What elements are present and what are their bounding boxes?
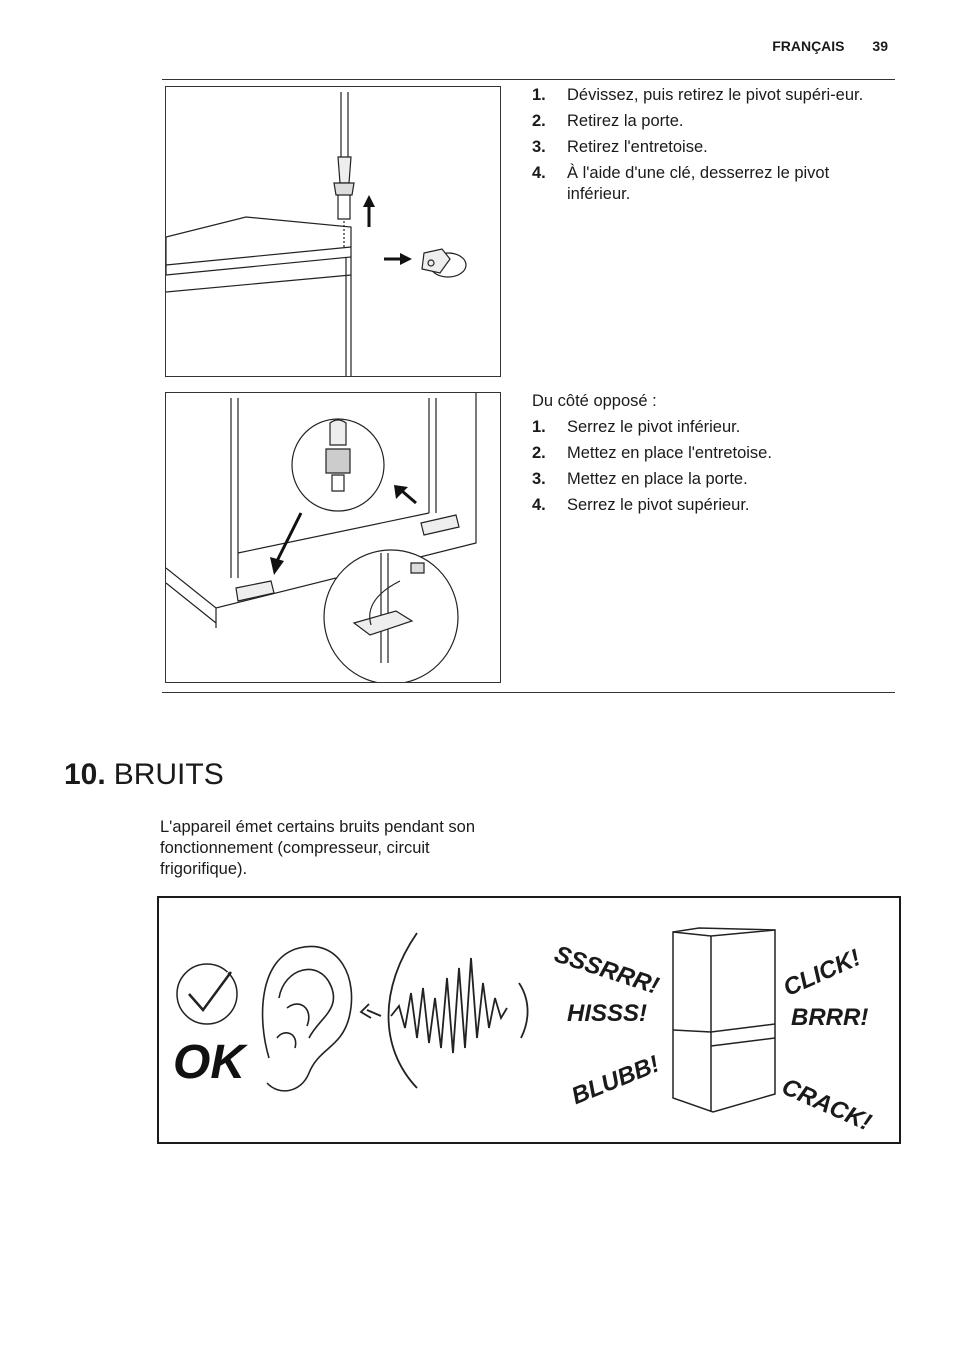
fridge-icon [672, 927, 776, 1113]
figure-remove-pivot [165, 86, 501, 377]
removal-steps: 1. Dévissez, puis retirez le pivot supéri… [532, 85, 882, 210]
section-number: 10. [64, 758, 106, 791]
bottom-divider [162, 692, 895, 693]
step-text: À l'aide d'une clé, desserrez le pivot i… [567, 164, 830, 203]
reinstall-step: 3. Mettez en place la porte. [532, 469, 882, 490]
removal-step: 3. Retirez l'entretoise. [532, 137, 882, 158]
step-number: 3. [532, 470, 546, 488]
step-text: Retirez la porte. [567, 112, 684, 130]
language-label: FRANÇAIS [772, 38, 845, 54]
step-text: Retirez l'entretoise. [567, 138, 708, 156]
step-number: 4. [532, 164, 546, 182]
step-number: 3. [532, 138, 546, 156]
step-number: 2. [532, 444, 546, 462]
section-title: 10.BRUITS [64, 758, 224, 792]
step-text: Dévissez, puis retirez le pivot supéri-e… [567, 86, 864, 104]
illustration-remove-pivot [165, 92, 467, 376]
removal-step: 2. Retirez la porte. [532, 111, 882, 132]
check-circle-icon [176, 963, 238, 1025]
page-header: FRANÇAIS 39 [772, 38, 888, 54]
noise-illustration: OK SSSRRR! HISSS! BLUBB! CLICK! BRRR! [157, 896, 901, 1144]
top-divider [162, 79, 895, 80]
ear-icon [261, 945, 353, 1092]
reinstall-steps: Du côté opposé : 1. Serrez le pivot infér… [532, 391, 882, 521]
step-number: 1. [532, 86, 546, 104]
section-paragraph: L'appareil émet certains bruits pendant … [160, 818, 476, 878]
step-text: Serrez le pivot inférieur. [567, 418, 741, 436]
removal-step: 1. Dévissez, puis retirez le pivot supéri… [532, 85, 882, 106]
sound-hisss: HISSS! [567, 1000, 648, 1027]
section-heading: BRUITS [113, 758, 224, 791]
ok-label: OK [173, 1036, 248, 1089]
checkmark-icon [188, 971, 233, 1012]
reinstall-step: 1. Serrez le pivot inférieur. [532, 417, 882, 438]
page-number: 39 [872, 38, 888, 54]
reinstall-step: 4. Serrez le pivot supérieur. [532, 495, 882, 516]
illustration-reinstall [165, 393, 477, 685]
step-text: Serrez le pivot supérieur. [567, 496, 750, 514]
step-number: 2. [532, 112, 546, 130]
noise-drawing: OK [173, 927, 776, 1113]
figure-reinstall [165, 392, 501, 685]
sound-brrr: BRRR! [791, 1004, 869, 1031]
removal-step: 4. À l'aide d'une clé, desserrez le pivot… [532, 163, 882, 205]
step-number: 1. [532, 418, 546, 436]
step-number: 4. [532, 496, 546, 514]
reinstall-intro: Du côté opposé : [532, 392, 657, 410]
reinstall-step: 2. Mettez en place l'entretoise. [532, 443, 882, 464]
sound-wave-icon [359, 932, 529, 1089]
step-text: Mettez en place l'entretoise. [567, 444, 772, 462]
step-text: Mettez en place la porte. [567, 470, 748, 488]
